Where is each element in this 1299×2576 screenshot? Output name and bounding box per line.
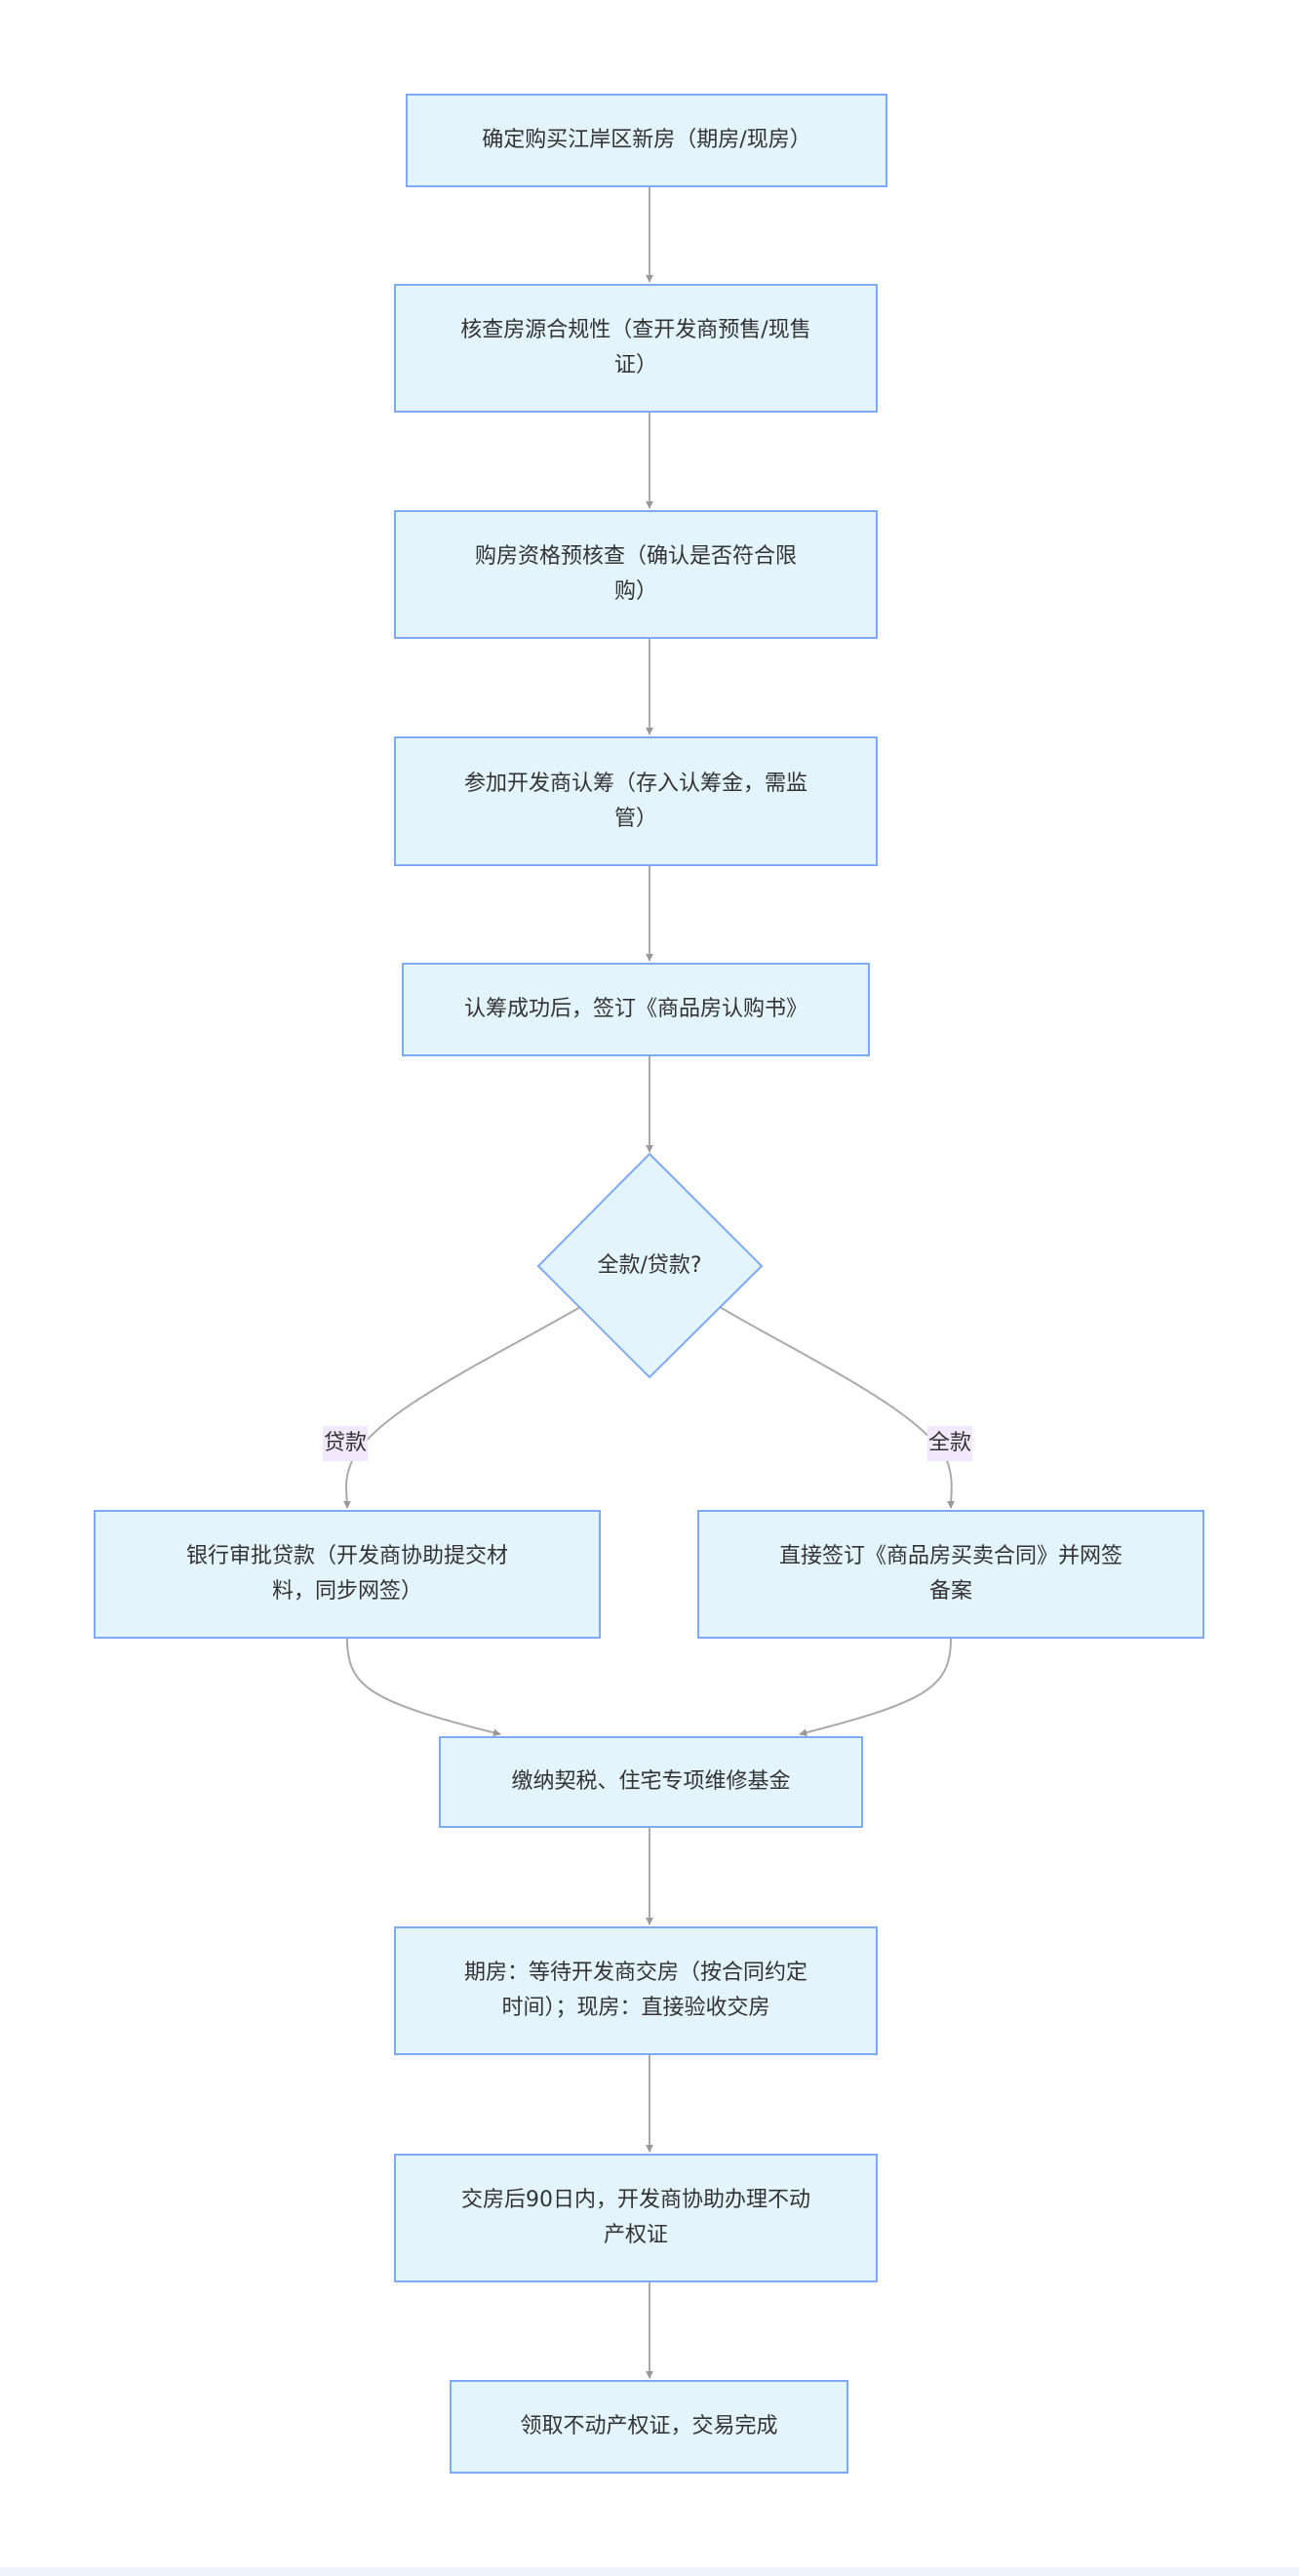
node-text-line: 购） <box>613 579 657 604</box>
decision-diamond-shape <box>536 1152 764 1379</box>
edge-g-i <box>346 1638 501 1737</box>
node-complete: 领取不动产权证，交易完成 <box>450 2380 848 2474</box>
node-text-line: 时间）；现房：直接验收交房 <box>501 1996 770 2020</box>
bottom-strip <box>0 2567 1299 2576</box>
decision-label: 全款/贷款? <box>597 1253 702 1278</box>
node-text-line: 交房后90日内，开发商协助办理不动 <box>461 2188 810 2212</box>
node-verify-compliance: 核查房源合规性（查开发商预售/现售证） <box>394 284 878 413</box>
node-text-line: 参加开发商认筹（存入认筹金，需监 <box>463 771 807 796</box>
node-text-line: 银行审批贷款（开发商协助提交材 <box>185 1544 508 1568</box>
node-eligibility-check: 购房资格预核查（确认是否符合限购） <box>394 510 878 639</box>
node-pay-taxes: 缴纳契税、住宅专项维修基金 <box>439 1736 863 1828</box>
node-text-line: 期房：等待开发商交房（按合同约定 <box>463 1961 807 1985</box>
node-text-line: 核查房源合规性（查开发商预售/现售 <box>460 318 811 342</box>
node-sign-contract: 直接签订《商品房买卖合同》并网签备案 <box>697 1510 1204 1639</box>
node-bank-loan: 银行审批贷款（开发商协助提交材料，同步网签） <box>94 1510 601 1639</box>
node-decide-purchase: 确定购买江岸区新房（期房/现房） <box>406 94 887 187</box>
node-text-line: 管） <box>613 806 657 831</box>
edge-label-full-payment: 全款 <box>927 1426 973 1461</box>
edge-f-h-full <box>719 1306 956 1509</box>
node-text-line: 备案 <box>928 1579 972 1604</box>
edge-label-loan: 贷款 <box>323 1426 369 1461</box>
edge-f-g-loan <box>342 1306 581 1509</box>
node-text-line: 领取不动产权证，交易完成 <box>520 2414 778 2438</box>
node-text-line: 产权证 <box>603 2223 668 2247</box>
node-text-line: 认筹成功后，签订《商品房认购书》 <box>463 997 807 1021</box>
edge-h-i <box>799 1638 952 1737</box>
node-text-line: 料，同步网签） <box>271 1579 422 1604</box>
node-subscription: 参加开发商认筹（存入认筹金，需监管） <box>394 736 878 866</box>
node-text-line: 确定购买江岸区新房（期房/现房） <box>482 128 811 152</box>
node-text-line: 证） <box>613 353 657 377</box>
node-text-line: 缴纳契税、住宅专项维修基金 <box>511 1769 791 1794</box>
node-text-line: 购房资格预核查（确认是否符合限 <box>474 544 797 569</box>
node-sign-subscription: 认筹成功后，签订《商品房认购书》 <box>402 963 870 1056</box>
node-handover: 期房：等待开发商交房（按合同约定时间）；现房：直接验收交房 <box>394 1926 878 2055</box>
node-text-line: 直接签订《商品房买卖合同》并网签 <box>778 1544 1122 1568</box>
node-property-cert: 交房后90日内，开发商协助办理不动产权证 <box>394 2154 878 2282</box>
